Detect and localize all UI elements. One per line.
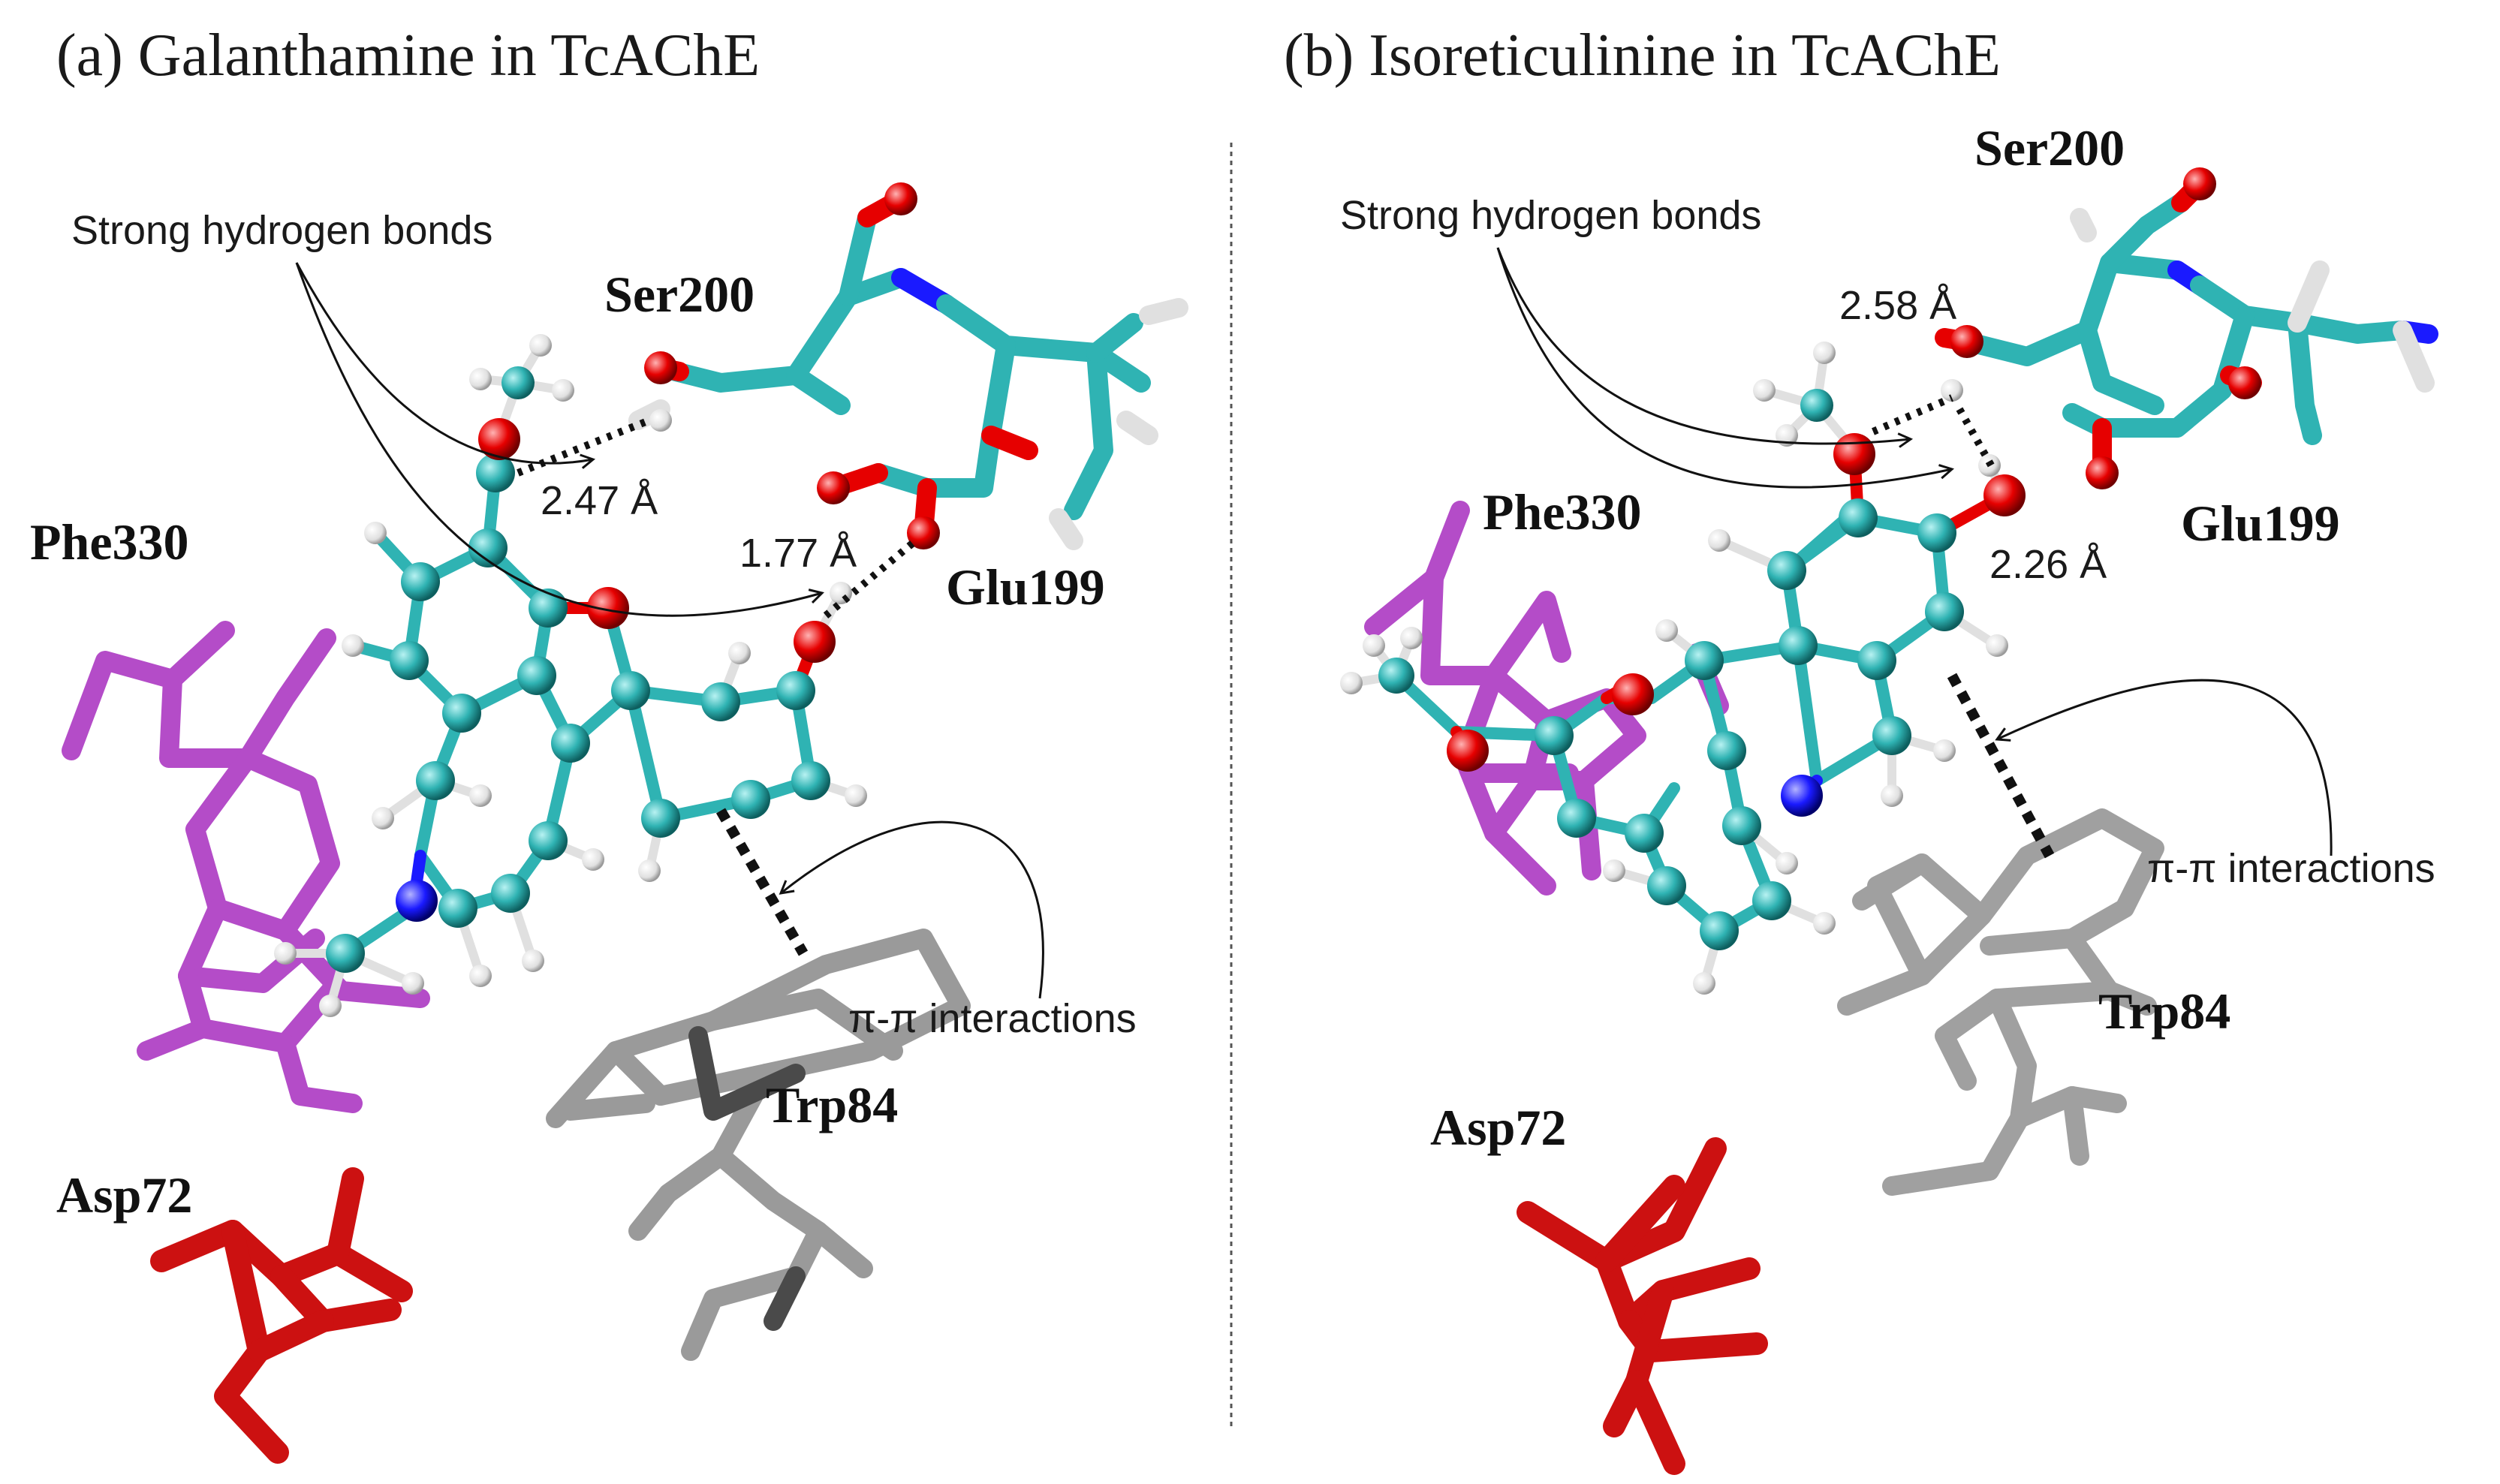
ser200-glu199-residues-a — [628, 189, 1188, 550]
pipi-arrow-a — [779, 820, 1044, 999]
trp84-label-a: Trp84 — [766, 1076, 898, 1133]
pipi-note-a: π-π interactions — [848, 996, 1137, 1041]
hbond-a-2 — [823, 537, 919, 619]
galanthamine-oxygen-atoms — [478, 418, 836, 663]
hbond-arrow-a-2 — [295, 262, 824, 617]
hbond-a-1 — [517, 417, 651, 477]
panel-b-title: (b) Isoreticulinine in TcAChE — [1284, 23, 2001, 89]
ser200-label-b: Ser200 — [1974, 119, 2125, 176]
pipi-note-b: π-π interactions — [2147, 846, 2435, 891]
pipi-a — [715, 808, 809, 956]
hbond-arrow-b-1 — [1496, 247, 1914, 448]
pipi-b — [1947, 673, 2055, 859]
glu199-label-a: Glu199 — [946, 558, 1105, 616]
hbond-note-b: Strong hydrogen bonds — [1340, 193, 1761, 238]
ser200-glu199-residues-b — [1935, 174, 2438, 483]
panel-a-title: (a) Galanthamine in TcAChE — [56, 23, 760, 89]
pipi-arrow-b — [1995, 679, 2333, 856]
galanthamine-hydrogen-atoms — [274, 334, 867, 1017]
galanthamine-carbon-atoms — [326, 366, 830, 973]
distance-b-2: 2.26 Å — [1989, 542, 2107, 587]
asp72-label-a: Asp72 — [56, 1166, 192, 1224]
trp84-residue-a — [546, 929, 971, 1361]
trp84-label-b: Trp84 — [2098, 983, 2230, 1040]
isoreticulinine-ligand — [1340, 167, 2261, 995]
distance-a-1: 2.47 Å — [541, 478, 658, 523]
isoreticulinine-oxygen-atoms — [1447, 433, 2026, 772]
hbond-note-a: Strong hydrogen bonds — [71, 208, 492, 253]
ser200-label-a: Ser200 — [604, 266, 755, 323]
trp84-residue-b — [1837, 808, 2164, 1196]
panel-a: (a) Galanthamine in TcAChE Asp72 Phe330 — [30, 23, 1188, 1464]
phe330-residue-a — [62, 621, 430, 1113]
isoreticulinine-carbon-atoms — [1378, 389, 1964, 950]
phe330-label-a: Phe330 — [30, 513, 189, 570]
galanthamine-nitrogen-atom — [396, 880, 438, 922]
galanthamine-ligand — [274, 182, 940, 1017]
hbond-arrow-a-1 — [295, 262, 596, 469]
phe330-label-b: Phe330 — [1483, 483, 1642, 540]
glu199-label-b: Glu199 — [2181, 495, 2340, 552]
hbond-b-1 — [1872, 394, 1953, 435]
asp72-residue-a — [150, 1167, 413, 1464]
distance-a-2: 1.77 Å — [739, 531, 857, 576]
distance-b-1: 2.58 Å — [1839, 283, 1956, 328]
panel-b: (b) Isoreticulinine in TcAChE Asp72 Phe3… — [1284, 23, 2438, 1475]
isoreticulinine-nitrogen-atom — [1781, 775, 1823, 817]
isoreticulinine-hydrogen-atoms — [1340, 342, 2008, 995]
asp72-label-b: Asp72 — [1430, 1099, 1566, 1156]
asp72-residue-b — [1517, 1137, 1768, 1475]
hbond-arrow-b-2 — [1496, 247, 1954, 489]
